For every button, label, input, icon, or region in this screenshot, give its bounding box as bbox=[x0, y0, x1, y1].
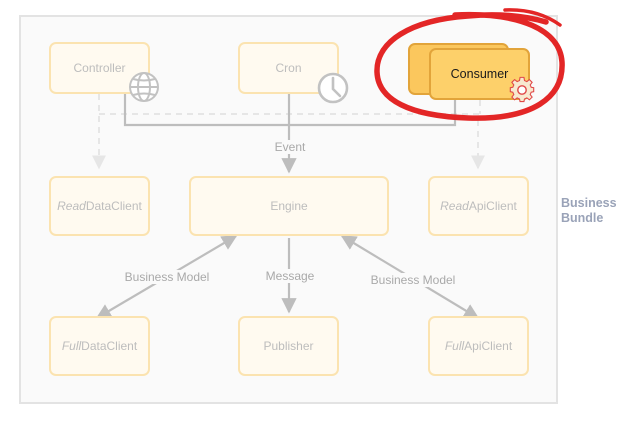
full-api-client-prefix: Full bbox=[444, 339, 465, 353]
read-data-client-suffix: DataClient bbox=[85, 199, 142, 213]
full-data-client-prefix: Full bbox=[61, 339, 82, 353]
engine-label: Engine bbox=[270, 199, 308, 213]
consumer-label: Consumer bbox=[450, 67, 509, 81]
clock-icon bbox=[317, 72, 349, 104]
bundle-label-line1: Business bbox=[561, 196, 617, 210]
dashed-edge-to-read-api bbox=[99, 113, 485, 170]
business-bundle-label: Business Bundle bbox=[561, 196, 617, 226]
highlight-circle bbox=[374, 11, 565, 121]
message-edge-label: Message bbox=[263, 269, 317, 283]
full-data-client-suffix: DataClient bbox=[81, 339, 138, 353]
business-model-left-label: Business Model bbox=[122, 270, 212, 284]
read-api-client-suffix: ApiClient bbox=[468, 199, 517, 213]
publisher-node: Publisher bbox=[238, 316, 339, 376]
controller-label: Controller bbox=[73, 61, 126, 75]
globe-icon bbox=[129, 72, 159, 102]
publisher-label: Publisher bbox=[263, 339, 314, 353]
controller-node: Controller bbox=[49, 42, 150, 94]
gear-icon bbox=[509, 76, 535, 103]
engine-node: Engine bbox=[189, 176, 389, 236]
full-api-client-suffix: ApiClient bbox=[464, 339, 513, 353]
read-api-client-prefix: Read bbox=[440, 199, 469, 213]
highlight-circle-tail bbox=[503, 8, 562, 27]
business-model-right-label: Business Model bbox=[368, 273, 458, 287]
bundle-label-line2: Bundle bbox=[561, 211, 604, 225]
read-data-client-prefix: Read bbox=[57, 199, 86, 213]
cron-label: Cron bbox=[275, 61, 302, 75]
event-edge-label: Event bbox=[272, 140, 308, 154]
